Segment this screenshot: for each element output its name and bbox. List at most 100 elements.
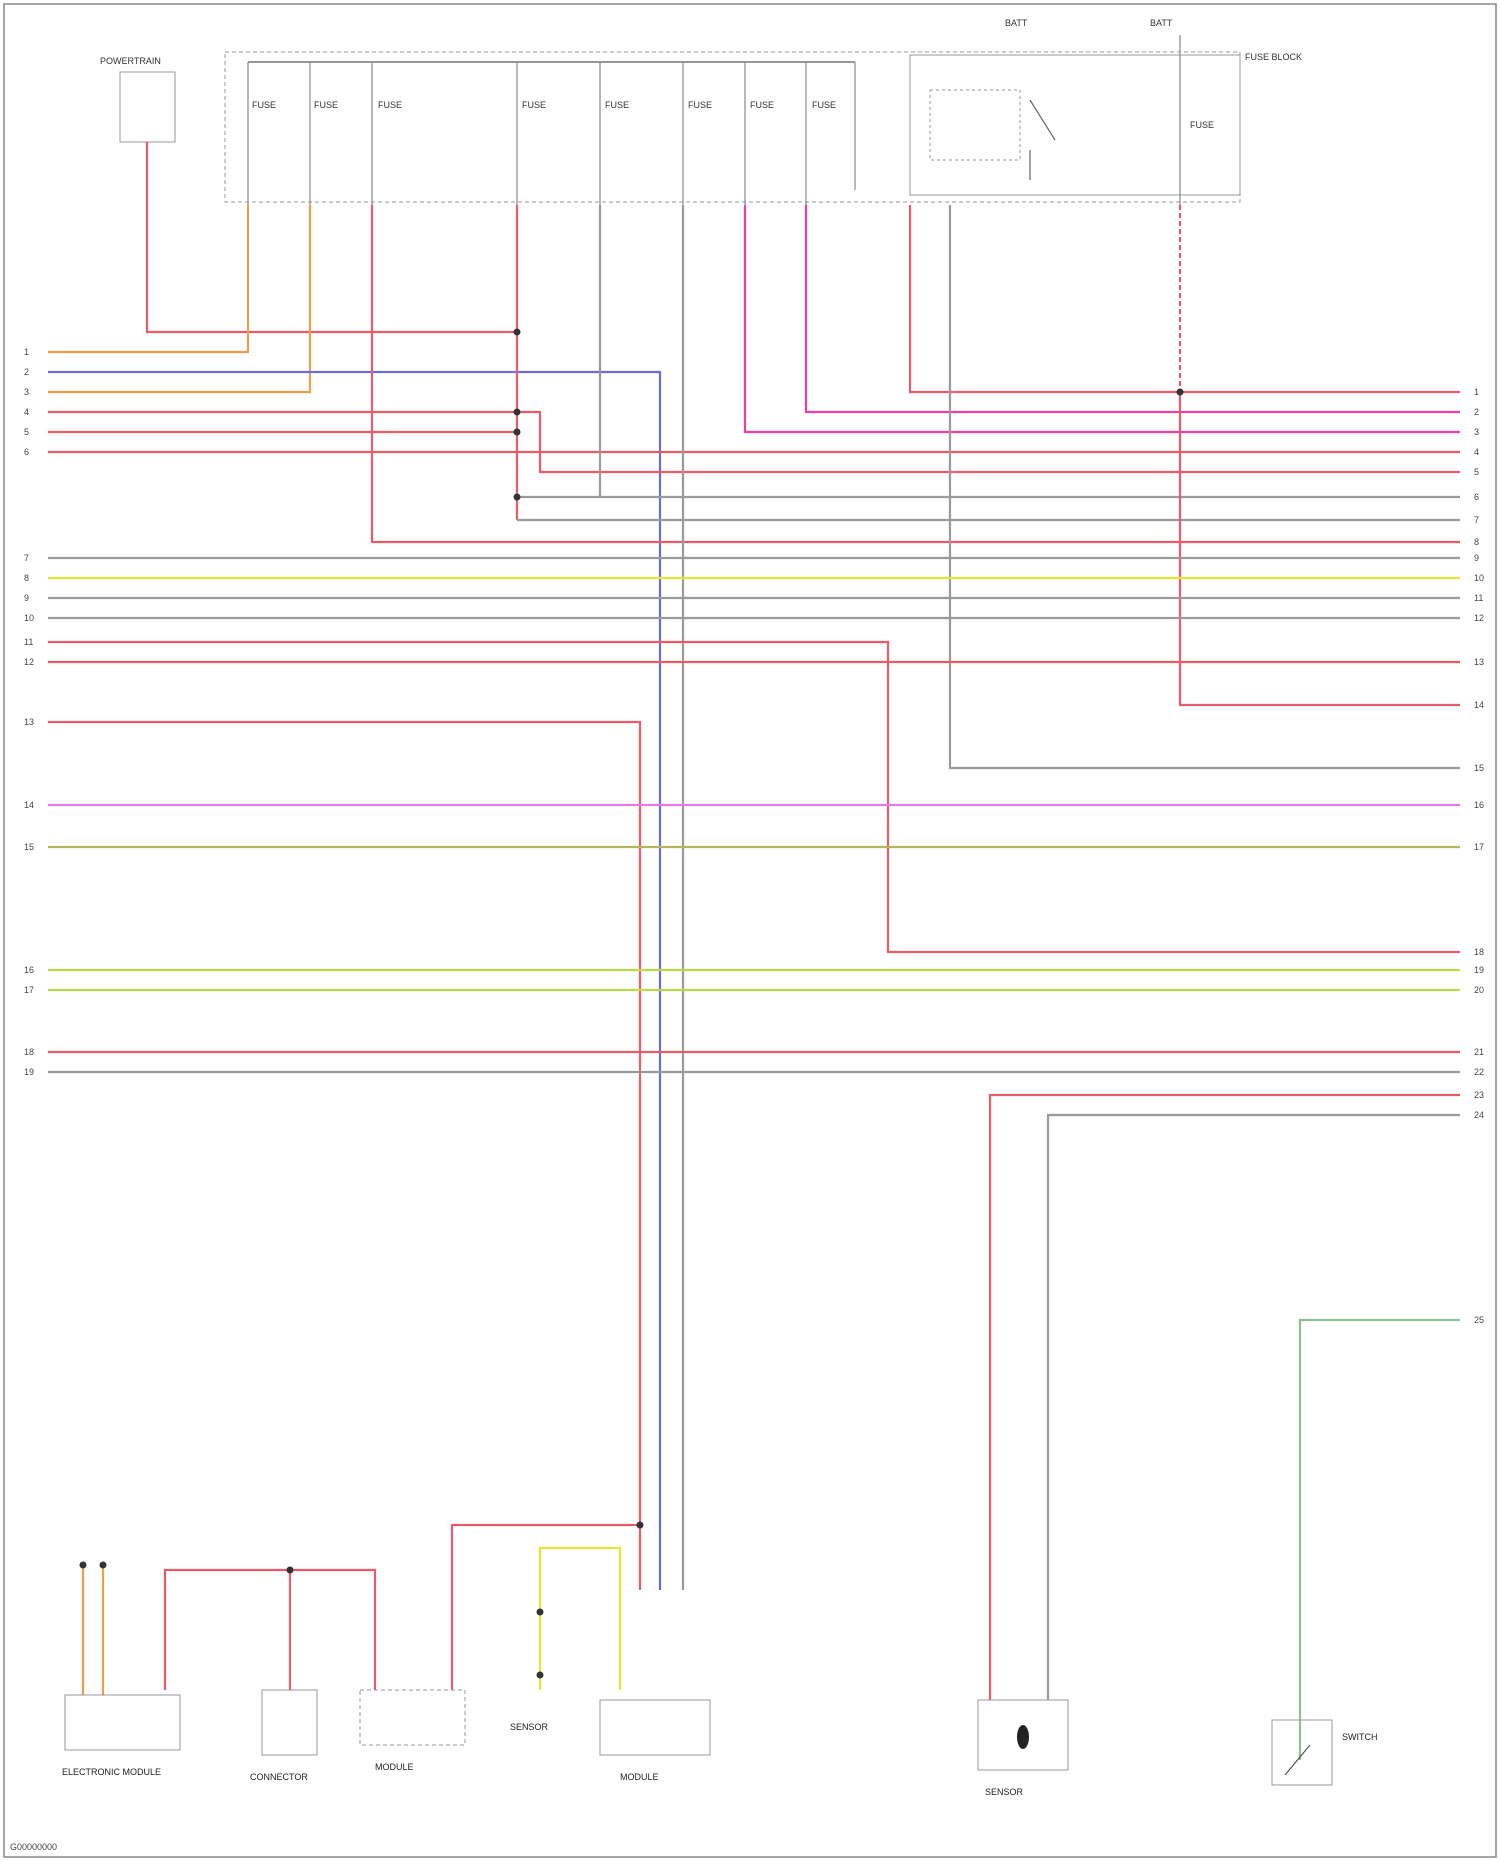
left-pin: 11: [24, 637, 33, 647]
wire: [147, 142, 517, 332]
right-pin: 13: [1474, 657, 1484, 667]
left-pin: 8: [24, 573, 29, 583]
component-box: [65, 1695, 180, 1750]
right-pin: 21: [1474, 1047, 1484, 1057]
top-label-batt-2: BATT: [1150, 18, 1173, 28]
wire: [745, 205, 1460, 432]
component-box: [360, 1690, 465, 1745]
footer-code: G00000000: [10, 1842, 57, 1852]
fuse-labels: FUSE FUSE FUSE FUSE FUSE FUSE FUSE FUSE …: [252, 100, 1214, 130]
left-pin-labels: 1 2 3 4 5 6 7 8 9 10 11 12 13 14 15 16 1…: [24, 347, 34, 1077]
component-box: [600, 1700, 710, 1755]
top-label-fuse-block: FUSE BLOCK: [1245, 52, 1302, 62]
right-pin: 5: [1474, 467, 1479, 477]
relay-switch: [1030, 100, 1055, 180]
right-pin: 10: [1474, 573, 1484, 583]
component-label: CONNECTOR: [250, 1772, 308, 1782]
wires: [48, 142, 1460, 1760]
relay-inner: [930, 90, 1020, 160]
wire: [990, 1095, 1460, 1700]
right-pin: 3: [1474, 427, 1479, 437]
fuse-label: FUSE: [252, 100, 276, 110]
fuse-block-box: [225, 52, 1240, 202]
switch-arm: [1285, 1745, 1310, 1775]
right-pin: 2: [1474, 407, 1479, 417]
wire: [48, 642, 1460, 952]
component-label: SENSOR: [985, 1787, 1024, 1797]
component-box: [1272, 1720, 1332, 1785]
left-pin: 16: [24, 965, 34, 975]
right-pin: 4: [1474, 447, 1479, 457]
left-pin: 6: [24, 447, 29, 457]
wire: [165, 1570, 375, 1690]
wire: [806, 205, 1460, 412]
left-pin: 2: [24, 367, 29, 377]
left-pin: 7: [24, 553, 29, 563]
wire: [372, 205, 1460, 542]
fuse-label: FUSE: [605, 100, 629, 110]
wire: [1048, 1115, 1460, 1700]
right-pin: 25: [1474, 1315, 1484, 1325]
right-pin: 23: [1474, 1090, 1484, 1100]
component-label: SWITCH: [1342, 1732, 1378, 1742]
wire: [517, 412, 1460, 472]
fuse-drops: [248, 35, 1180, 205]
component-labels: ELECTRONIC MODULE CONNECTOR MODULE SENSO…: [62, 1722, 1378, 1797]
left-pin: 17: [24, 985, 34, 995]
fuse-label: FUSE: [378, 100, 402, 110]
component-label: MODULE: [375, 1762, 414, 1772]
right-pin: 14: [1474, 700, 1484, 710]
wire: [1300, 1320, 1460, 1760]
left-pin: 14: [24, 800, 34, 810]
left-pin: 3: [24, 387, 29, 397]
left-pin: 4: [24, 407, 29, 417]
fuse-label: FUSE: [688, 100, 712, 110]
fuse-label: FUSE: [750, 100, 774, 110]
right-pin-labels: 1 2 3 4 5 6 7 8 9 10 11 12 13 14 15 16 1…: [1474, 387, 1484, 1325]
wire: [540, 1548, 620, 1690]
left-pin: 13: [24, 717, 34, 727]
wire: [48, 372, 660, 1590]
sensor-element: [1017, 1725, 1029, 1749]
powertrain-connector: [120, 72, 175, 142]
wire: [452, 1525, 640, 1690]
right-pin: 8: [1474, 537, 1479, 547]
fuse-label: FUSE: [1190, 120, 1214, 130]
left-pin: 15: [24, 842, 34, 852]
right-pin: 15: [1474, 763, 1484, 773]
components: [65, 1690, 1332, 1785]
wire: [48, 722, 640, 1590]
wire: [910, 205, 1460, 392]
left-pin: 12: [24, 657, 34, 667]
right-pin: 12: [1474, 613, 1484, 623]
component-label: ELECTRONIC MODULE: [62, 1767, 161, 1777]
right-pin: 9: [1474, 553, 1479, 563]
right-pin: 11: [1474, 593, 1483, 603]
fuse-label: FUSE: [314, 100, 338, 110]
right-pin: 20: [1474, 985, 1484, 995]
wire: [48, 205, 310, 392]
component-label: MODULE: [620, 1772, 659, 1782]
left-pin: 5: [24, 427, 29, 437]
right-pin: 16: [1474, 800, 1484, 810]
component-box: [262, 1690, 317, 1755]
component-label: SENSOR: [510, 1722, 549, 1732]
wire: [950, 205, 1460, 768]
junctions: [80, 329, 1184, 1679]
wire: [1180, 392, 1460, 705]
top-label-powertrain: POWERTRAIN: [100, 56, 161, 66]
top-label-batt-1: BATT: [1005, 18, 1028, 28]
right-pin: 24: [1474, 1110, 1484, 1120]
right-pin: 22: [1474, 1067, 1484, 1077]
right-pin: 17: [1474, 842, 1484, 852]
right-pin: 6: [1474, 492, 1479, 502]
right-pin: 19: [1474, 965, 1484, 975]
left-pin: 19: [24, 1067, 34, 1077]
right-pin: 1: [1474, 387, 1479, 397]
diagram-frame: [4, 4, 1496, 1857]
left-pin: 1: [24, 347, 29, 357]
right-pin: 7: [1474, 515, 1479, 525]
left-pin: 9: [24, 593, 29, 603]
fuse-label: FUSE: [522, 100, 546, 110]
